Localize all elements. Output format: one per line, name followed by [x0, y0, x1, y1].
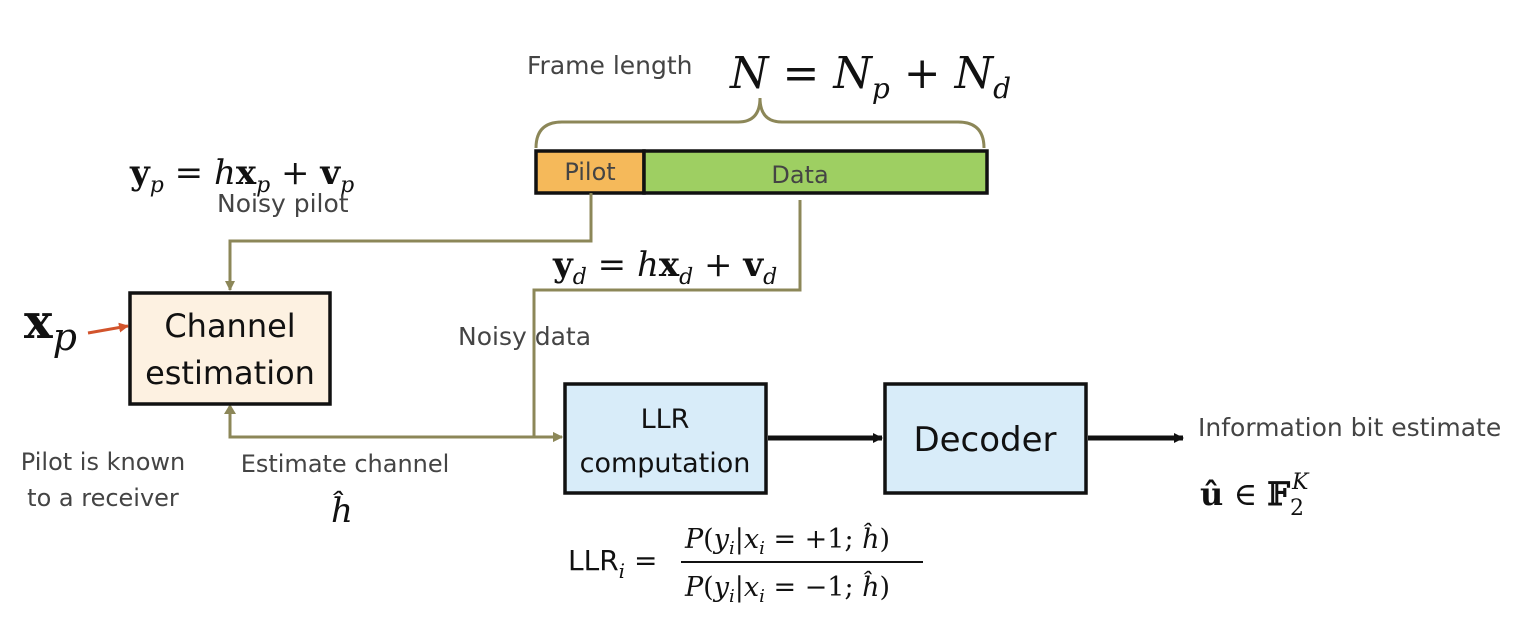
data-signal-equation: yd = hxd + vd [552, 245, 777, 290]
estimate-channel-symbol: ĥ [331, 490, 353, 531]
frame-brace [534, 97, 986, 149]
noisy-data-label: Noisy data [458, 322, 591, 351]
known-pilot-arrow [87, 322, 129, 335]
llr-formula-denominator: P(yi|xi = −1; ĥ) [684, 570, 890, 607]
output-label: Information bit estimate [1198, 413, 1501, 442]
pilot-known-note-line1: Pilot is known [21, 448, 185, 476]
frame-length-equation: N = Np + Nd [729, 48, 1011, 105]
pilot-known-note-line2: to a receiver [27, 484, 179, 512]
data-segment-label: Data [771, 161, 828, 189]
decoder-label: Decoder [913, 420, 1056, 460]
llr-computation-label-line1: LLR [641, 404, 690, 435]
channel-estimation-label-line1: Channel [164, 307, 295, 345]
pilot-wire [225, 193, 593, 291]
estimate-wire-origin-arrow [224, 404, 236, 414]
llr-computation-label-line2: computation [580, 448, 751, 479]
llr-formula-lhs: LLRi = [568, 544, 657, 583]
decoder-block [883, 382, 1088, 495]
channel-estimation-label-line2: estimation [145, 354, 315, 392]
frame-length-label: Frame length [527, 51, 693, 80]
output-symbol: û ∈ 𝔽2K [1200, 470, 1310, 521]
channel-estimation-block [128, 291, 332, 406]
data-segment [642, 149, 989, 195]
llr-computation-block [563, 382, 768, 495]
llr-formula-numerator: P(yi|xi = +1; ĥ) [684, 522, 890, 559]
pilot-segment-label: Pilot [564, 158, 615, 186]
noisy-pilot-label: Noisy pilot [217, 189, 349, 218]
estimate-channel-label: Estimate channel [241, 450, 450, 478]
pilot-signal-equation: yp = hxp + vp [129, 153, 354, 198]
estimate-wire [228, 406, 563, 442]
known-pilot-symbol: xp [24, 294, 77, 359]
